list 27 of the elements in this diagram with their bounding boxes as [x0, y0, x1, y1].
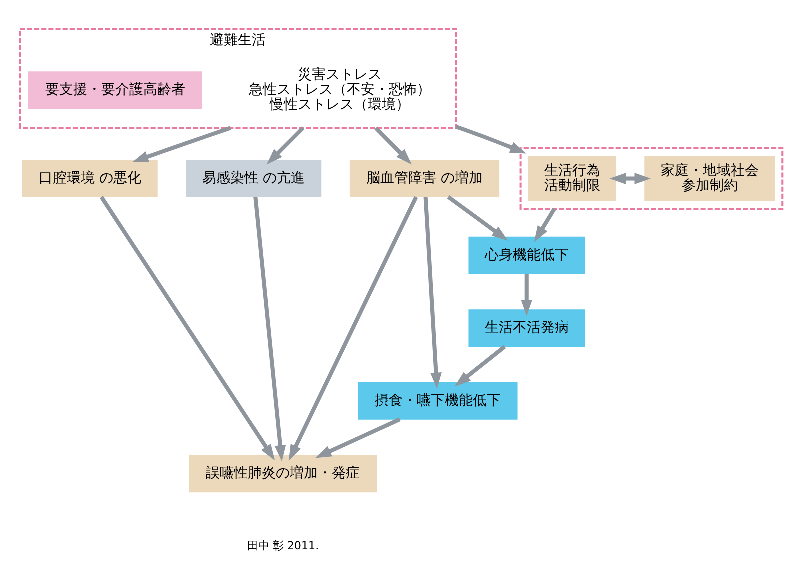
- node-text: 災害ストレス 急性ストレス（不安・恐怖） 慢性ストレス（環境）: [248, 66, 431, 114]
- arrow: [521, 274, 533, 316]
- node-box: 口腔環境 の悪化: [22, 160, 158, 198]
- arrow: [424, 196, 442, 390]
- cluster: [520, 147, 784, 210]
- node-box: 摂食・嚥下機能低下: [358, 382, 518, 420]
- arrow: [132, 126, 232, 162]
- arrow: [455, 124, 526, 154]
- node-box: 家庭・地域社会 参加制約: [644, 156, 776, 202]
- arrow: [447, 195, 508, 241]
- node-box: 心身機能低下: [468, 236, 585, 274]
- node-box: 易感染性 の亢進: [186, 160, 322, 198]
- arrow: [315, 418, 401, 458]
- arrow: [100, 196, 276, 461]
- label: 田中 彰 2011.: [247, 540, 320, 553]
- arrow: [288, 196, 418, 462]
- arrow: [610, 173, 651, 184]
- arrow: [374, 126, 412, 165]
- node-box: 脳血管障害 の増加: [350, 160, 500, 198]
- node-box: 生活行為 活動制限: [528, 156, 616, 202]
- arrow: [534, 208, 556, 242]
- node-box: 生活不活発病: [468, 310, 585, 348]
- arrow: [266, 126, 305, 165]
- node-box: 誤嚥性肺炎の増加・発症: [189, 455, 378, 493]
- node-box: 要支援・要介護高齢者: [28, 72, 202, 109]
- arrow: [454, 345, 506, 387]
- arrow: [254, 197, 286, 462]
